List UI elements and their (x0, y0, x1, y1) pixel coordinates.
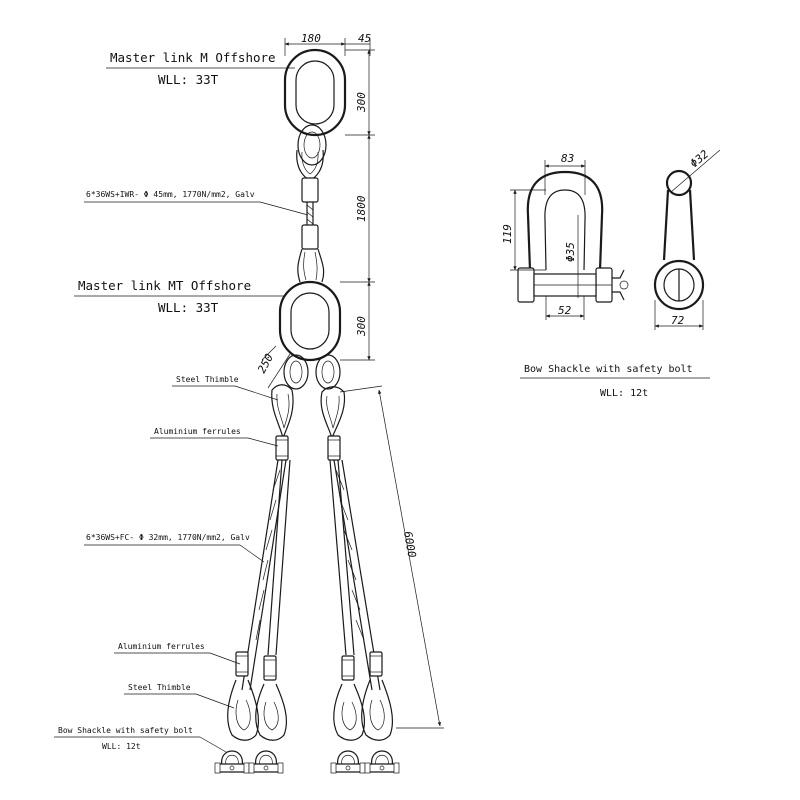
shackle-detail: 83 119 Φ35 52 Φ32 72 Bow Shackle with sa… (501, 147, 721, 399)
label-master-link-m: Master link M Offshore (110, 50, 276, 65)
leg-thimbles-bottom (227, 679, 394, 741)
label-master-link-mt-wll: WLL: 33T (158, 300, 219, 315)
dim-180: 180 (301, 32, 321, 45)
dim-1800: 1800 (355, 195, 368, 222)
callouts: Master link M Offshore WLL: 33T 6*36WS+I… (54, 50, 309, 753)
dimension-texts: 180 45 300 1800 300 250 6000 (255, 32, 418, 559)
label-ferrules-top: Aluminium ferrules (154, 427, 241, 436)
label-steel-thimble-top: Steel Thimble (176, 375, 239, 384)
label-master-link-mt: Master link MT Offshore (78, 278, 251, 293)
dim-45: 45 (358, 32, 371, 45)
shackle-side-view (653, 169, 705, 311)
top-rope (297, 177, 325, 283)
dim-300-mt: 300 (355, 316, 368, 337)
label-bow-shackle-detail: Bow Shackle with safety bolt (524, 364, 693, 375)
leg-thimbles-top (271, 384, 346, 441)
bottom-shackles (214, 750, 400, 774)
dim-72: 72 (671, 314, 685, 327)
detail-caption: Bow Shackle with safety bolt WLL: 12t (520, 364, 710, 399)
dim-119: 119 (501, 224, 514, 244)
dim-83: 83 (561, 152, 574, 165)
label-rope-top: 6*36WS+IWR- Φ 45mm, 1770N/mm2, Galv (86, 190, 255, 199)
dim-52: 52 (558, 304, 572, 317)
label-master-link-m-wll: WLL: 33T (158, 72, 219, 87)
dimension-lines (261, 38, 444, 729)
sling-legs (241, 459, 381, 691)
shackle-front-view (517, 170, 629, 303)
leg-ferrules-bottom (235, 651, 383, 681)
master-link-m (283, 48, 347, 166)
label-ferrules-bottom: Aluminium ferrules (118, 642, 205, 651)
dim-pin-dia: Φ35 (564, 242, 577, 262)
leg-ferrules-top (275, 435, 341, 461)
label-bow-shackle-bottom: Bow Shackle with safety bolt (58, 726, 193, 735)
label-bow-shackle-detail-wll: WLL: 12t (600, 388, 648, 399)
dim-6000: 6000 (401, 530, 418, 559)
dim-250: 250 (255, 351, 276, 375)
label-rope-legs: 6*36WS+FC- Φ 32mm, 1770N/mm2, Galv (86, 533, 250, 542)
detail-dimension-lines (510, 149, 721, 330)
main-assembly: 180 45 300 1800 300 250 6000 Master link… (54, 32, 444, 774)
master-link-mt (278, 280, 342, 390)
label-steel-thimble-bottom: Steel Thimble (128, 683, 191, 692)
dim-300-m: 300 (355, 92, 368, 113)
dim-eye-dia: Φ32 (688, 147, 712, 170)
label-bow-shackle-bottom-wll: WLL: 12t (102, 742, 141, 751)
